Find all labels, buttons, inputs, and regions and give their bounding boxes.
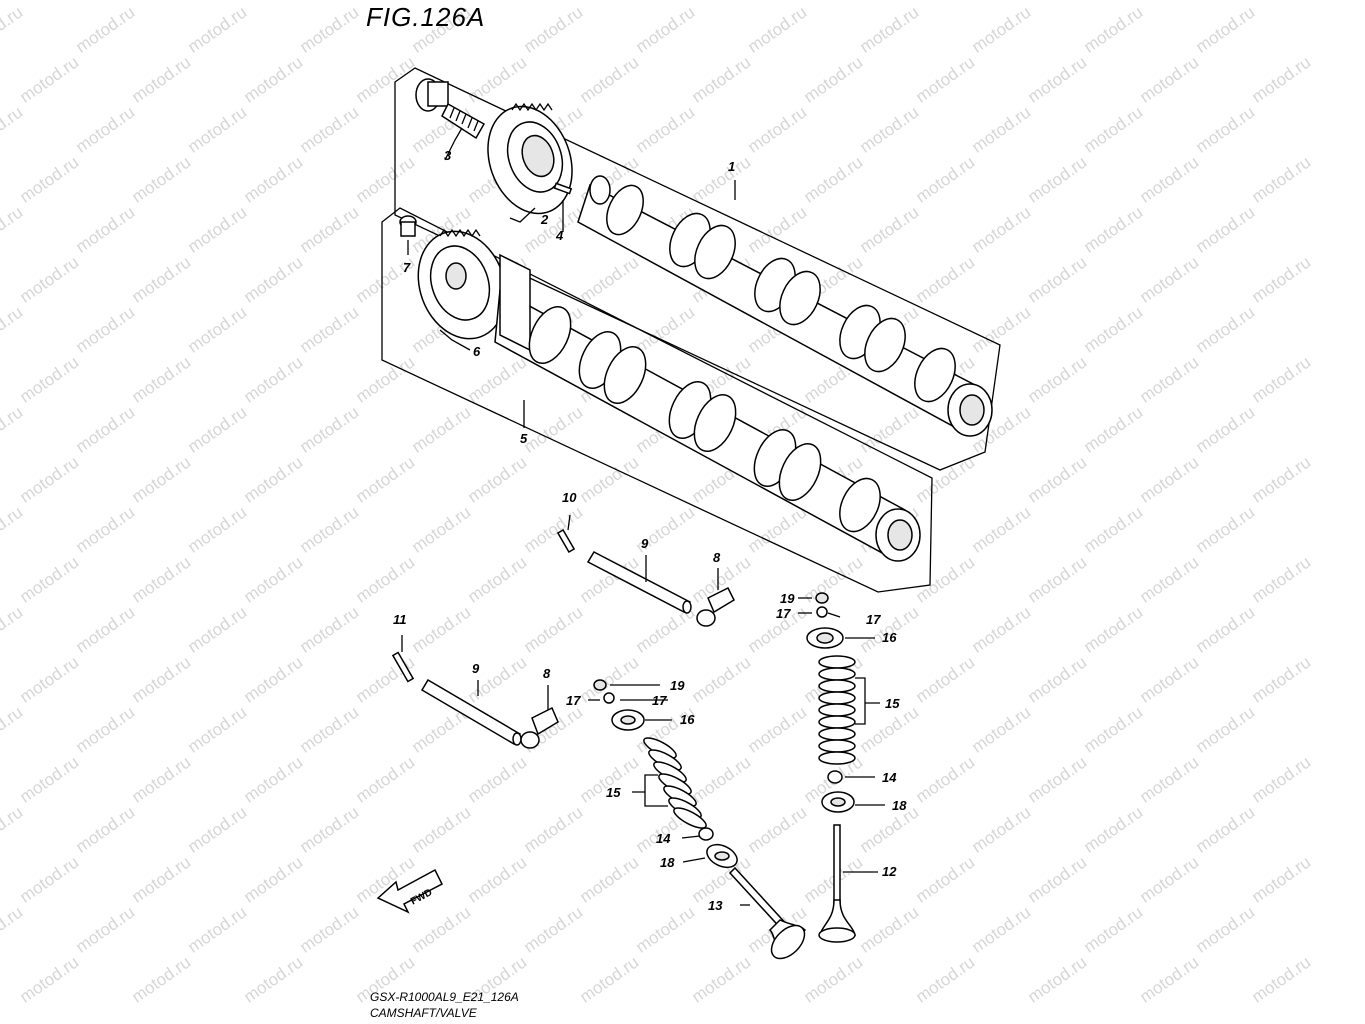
callout-9a: 9 bbox=[641, 536, 649, 551]
callout-13: 13 bbox=[708, 898, 723, 913]
callout-2: 2 bbox=[540, 212, 549, 227]
intake-cam-sprocket bbox=[417, 228, 507, 340]
callout-15a: 15 bbox=[885, 696, 900, 711]
callout-9b: 9 bbox=[472, 661, 480, 676]
callout-8a: 8 bbox=[713, 550, 721, 565]
model-code: GSX-R1000AL9_E21_126A bbox=[370, 990, 519, 1004]
valve-assembly-left bbox=[593, 679, 807, 960]
callout-14a: 14 bbox=[882, 770, 897, 785]
callout-16a: 16 bbox=[882, 630, 897, 645]
rocker-arm-lower bbox=[520, 706, 559, 749]
forward-arrow-icon: FWD bbox=[376, 868, 443, 914]
rocker-pin-lower bbox=[391, 651, 415, 683]
callout-6: 6 bbox=[473, 344, 481, 359]
exhaust-camshaft bbox=[577, 175, 993, 437]
callout-16b: 16 bbox=[680, 712, 695, 727]
leader-lines bbox=[401, 127, 885, 906]
callout-18a: 18 bbox=[892, 798, 907, 813]
intake-valve bbox=[728, 866, 807, 960]
dowel-pin bbox=[553, 182, 573, 195]
callout-17b: 17 bbox=[866, 612, 881, 627]
callout-17a: 17 bbox=[776, 606, 791, 621]
callout-4: 4 bbox=[555, 228, 564, 243]
rocker-shaft-upper bbox=[586, 551, 692, 614]
callout-11: 11 bbox=[393, 612, 407, 627]
callout-14b: 14 bbox=[656, 831, 671, 846]
sprocket-bolt bbox=[399, 215, 417, 237]
callout-5: 5 bbox=[520, 431, 528, 446]
callout-7: 7 bbox=[403, 260, 411, 275]
callout-12: 12 bbox=[882, 864, 897, 879]
camshaft-box-lower bbox=[381, 207, 933, 593]
figure-caption: CAMSHAFT/VALVE bbox=[370, 1006, 477, 1020]
rocker-arm-upper bbox=[696, 586, 735, 627]
exhaust-valve bbox=[818, 824, 856, 943]
valve-spring-left bbox=[643, 737, 707, 829]
callout-18b: 18 bbox=[660, 855, 675, 870]
callout-10: 10 bbox=[562, 490, 577, 505]
callout-17d: 17 bbox=[652, 693, 667, 708]
callout-19b: 19 bbox=[670, 678, 685, 693]
callout-1: 1 bbox=[728, 159, 735, 174]
rocker-pin-upper bbox=[556, 528, 576, 554]
valve-spring-right bbox=[818, 655, 856, 765]
intake-camshaft bbox=[494, 253, 921, 562]
callout-17c: 17 bbox=[566, 693, 581, 708]
callout-8b: 8 bbox=[543, 666, 551, 681]
rocker-shaft-lower bbox=[420, 678, 522, 746]
figure-title: FIG.126A bbox=[366, 2, 486, 32]
callout-19a: 19 bbox=[780, 591, 795, 606]
callout-3: 3 bbox=[444, 148, 452, 163]
callout-15b: 15 bbox=[606, 785, 621, 800]
cam-bolt-part bbox=[415, 78, 486, 140]
valve-assembly-right bbox=[806, 592, 856, 943]
camshaft-box-upper bbox=[394, 67, 1001, 471]
exhaust-cam-sprocket bbox=[487, 102, 573, 215]
